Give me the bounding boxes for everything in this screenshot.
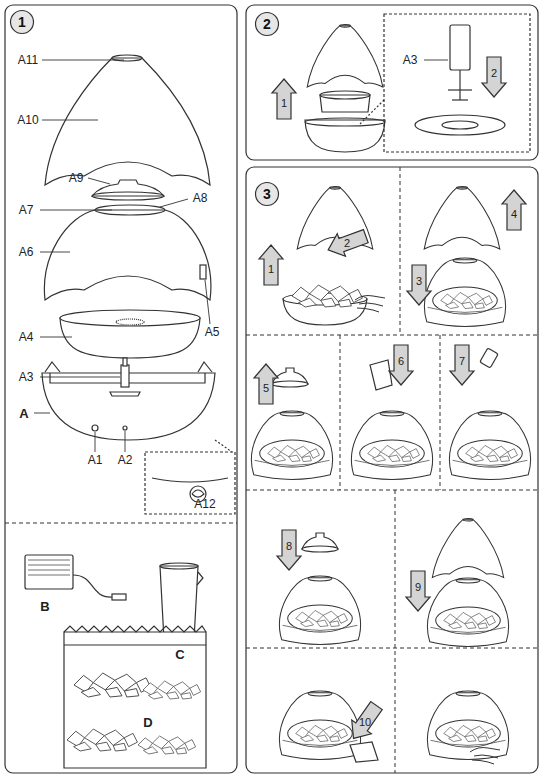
step-number: 7 <box>459 356 465 367</box>
part-label: C <box>175 648 184 661</box>
step-number: 5 <box>263 383 269 394</box>
step-number: 3 <box>416 276 422 287</box>
part-label: A5 <box>205 326 220 338</box>
part-label: A12 <box>194 498 215 510</box>
step-number: 1 <box>281 98 287 109</box>
step-number: 8 <box>286 541 292 552</box>
step-badge: 2 <box>254 11 280 37</box>
part-label: A4 <box>19 331 34 343</box>
step-number: 4 <box>511 209 517 220</box>
part-label: B <box>40 600 49 613</box>
part-label: A3 <box>19 371 34 383</box>
step-number: 10 <box>359 717 371 728</box>
part-label: A3 <box>403 54 418 66</box>
part-label: D <box>143 716 152 729</box>
part-label: A8 <box>193 192 208 204</box>
step-badge: 1 <box>9 9 35 35</box>
part-label: A10 <box>17 114 38 126</box>
step-number: 6 <box>398 356 404 367</box>
step-badge-text: 3 <box>254 181 280 207</box>
step-number: 2 <box>344 238 350 249</box>
step-number: 9 <box>415 582 421 593</box>
step-badge: 3 <box>254 181 280 207</box>
part-label: A <box>19 407 28 420</box>
step-badge-text: 2 <box>254 11 280 37</box>
step-number: 2 <box>491 68 497 79</box>
step-badge-text: 1 <box>9 9 35 35</box>
part-label: A1 <box>88 454 103 466</box>
part-label: A2 <box>118 454 133 466</box>
part-label: A6 <box>19 246 34 258</box>
part-label: A11 <box>18 54 38 66</box>
part-label: A7 <box>19 204 34 216</box>
part-label: A9 <box>69 172 84 184</box>
step-number: 1 <box>268 264 274 275</box>
